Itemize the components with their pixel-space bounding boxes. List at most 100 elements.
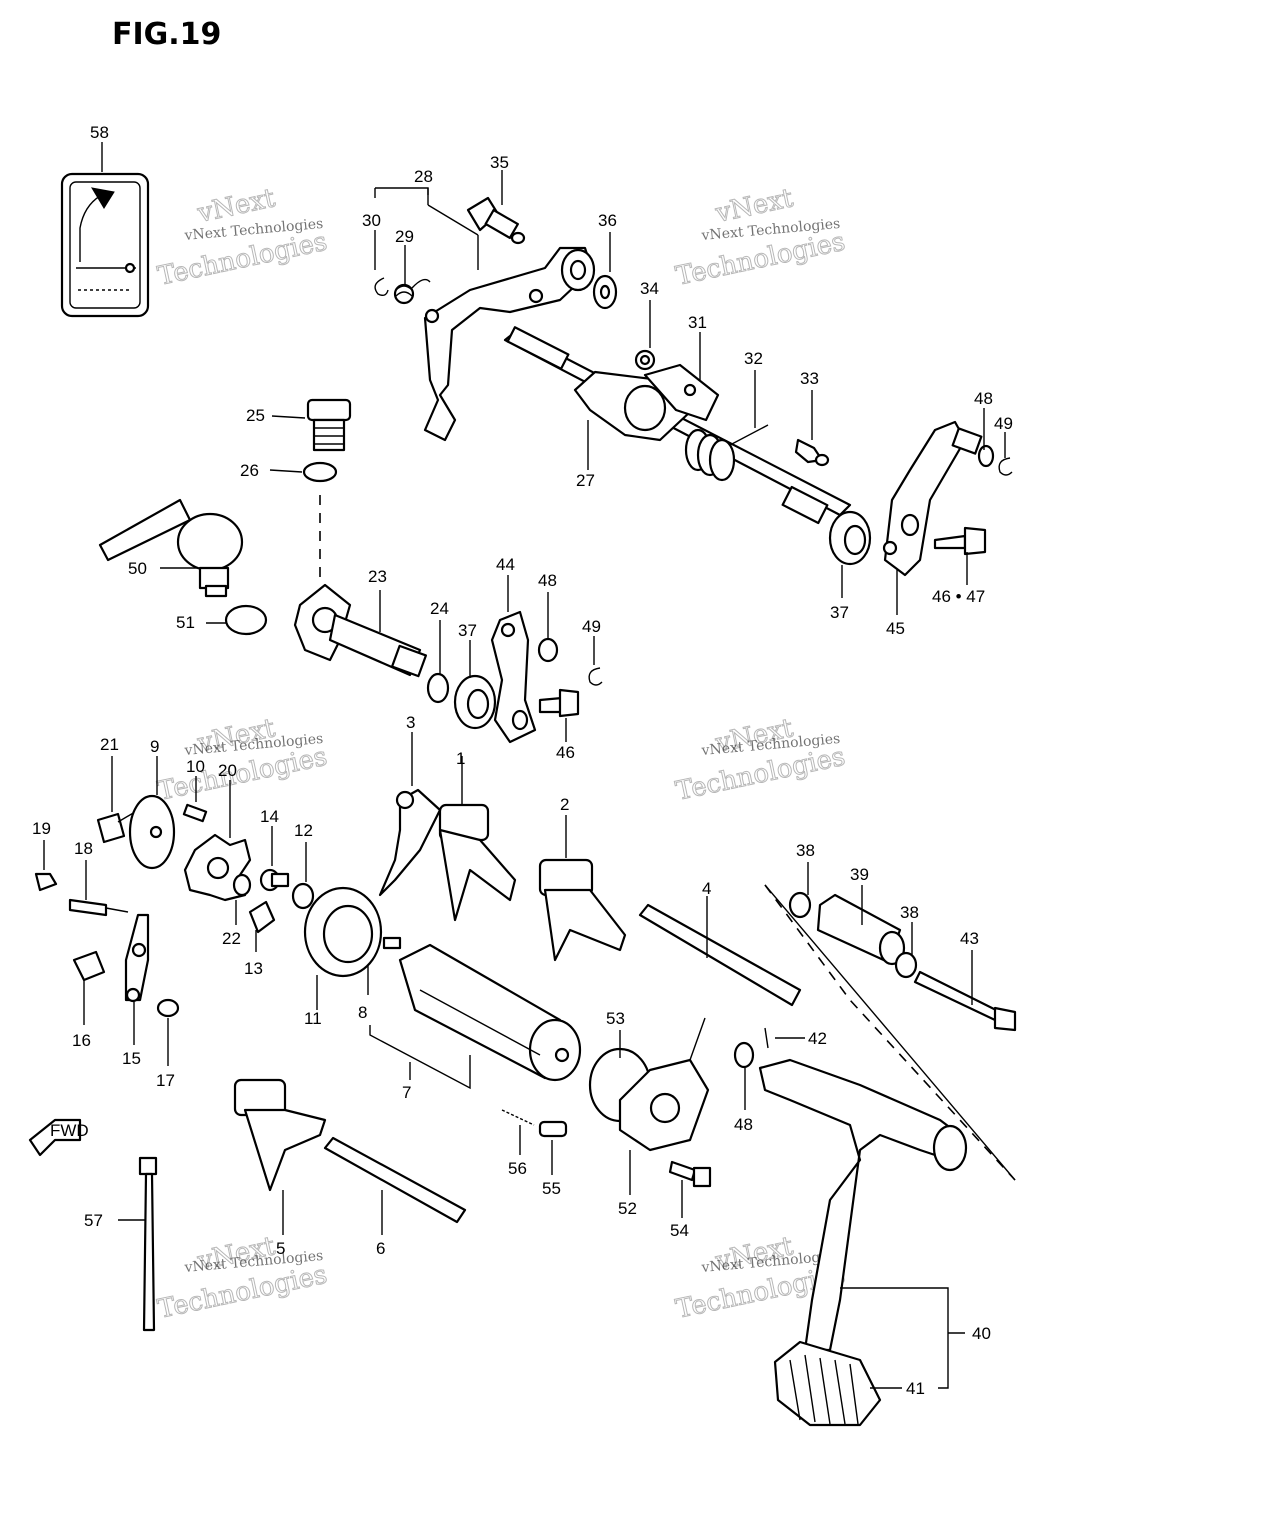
callout-28: 28 (414, 167, 433, 186)
part-43-bolt (913, 970, 1017, 1032)
part-19-screw (34, 872, 58, 892)
callout-9: 9 (150, 737, 159, 756)
callout-49-top: 49 (994, 414, 1013, 433)
reference-line-right (764, 884, 1016, 1181)
callout-33: 33 (800, 369, 819, 388)
watermark-bottom-left: vNext vNext Technologies Technologies (155, 1231, 331, 1326)
part-28-shift-arm (423, 246, 596, 442)
callout-3: 3 (406, 713, 415, 732)
callout-14: 14 (260, 807, 279, 826)
callout-44: 44 (496, 555, 515, 574)
part-41-pedal-rubber (773, 1340, 882, 1427)
part-31-plate (643, 363, 720, 422)
callout-11: 11 (304, 1009, 322, 1028)
callout-46-47: 46 • 47 (932, 587, 985, 606)
part-36-washer (592, 274, 618, 310)
part-1-fork (438, 803, 517, 922)
callout-58: 58 (90, 123, 109, 142)
part-16-bolt (72, 950, 106, 982)
callout-31: 31 (688, 313, 707, 332)
callout-25: 25 (246, 406, 265, 425)
part-44-arm (490, 610, 537, 744)
part-38-washer-b (894, 951, 918, 979)
part-21-bolt (96, 811, 136, 844)
callout-48-top: 48 (974, 389, 993, 408)
callout-45: 45 (886, 619, 905, 638)
part-30-clip (374, 277, 389, 297)
part-35-bolt (466, 196, 526, 245)
callout-2: 2 (560, 795, 569, 814)
callout-32: 32 (744, 349, 763, 368)
part-58-shift-label (60, 172, 150, 318)
callout-50: 50 (128, 559, 147, 578)
callout-40: 40 (972, 1324, 991, 1343)
part-25-plug (306, 398, 352, 452)
callout-10: 10 (186, 757, 205, 776)
callout-37-top: 37 (830, 603, 849, 622)
part-3-fork (378, 788, 442, 897)
watermark-mid-left: vNext vNext Technologies Technologies (155, 713, 331, 808)
part-13-plate (248, 900, 276, 934)
part-17-washer (156, 998, 180, 1018)
callout-57: 57 (84, 1211, 103, 1230)
fwd-arrow: FWD (28, 1118, 89, 1157)
callout-37-mid: 37 (458, 621, 477, 640)
callout-41: 41 (906, 1379, 925, 1398)
callout-51: 51 (176, 613, 195, 632)
part-52-switch-body (618, 1017, 710, 1152)
part-37-oil-seal-upper (828, 510, 872, 566)
part-2-fork (538, 858, 627, 962)
callout-49-mid: 49 (582, 617, 601, 636)
callout-38-a: 38 (796, 841, 815, 860)
callout-4: 4 (702, 879, 711, 898)
callout-labels: 58 28 35 30 29 36 34 31 32 33 48 49 27 4… (32, 123, 1013, 1398)
callout-12: 12 (294, 821, 313, 840)
svg-text:FWD: FWD (50, 1121, 89, 1140)
callout-24: 24 (430, 599, 449, 618)
part-26-gasket (302, 461, 338, 483)
callout-30: 30 (362, 211, 381, 230)
part-18-spring (68, 898, 129, 917)
part-5-fork (233, 1078, 327, 1192)
part-23-cam-shaft (293, 583, 428, 678)
callout-26: 26 (240, 461, 259, 480)
part-9-stopper-plate (128, 794, 176, 870)
callout-54: 54 (670, 1221, 689, 1240)
part-49-clip-upper (998, 457, 1013, 476)
part-15-arm (124, 913, 150, 1003)
part-45-shift-arm (882, 420, 983, 577)
part-22-pin (232, 873, 252, 897)
part-46-bolt-lower (538, 688, 580, 718)
callout-34: 34 (640, 279, 659, 298)
part-49-clip-lower (588, 667, 603, 686)
part-55-pin (538, 1120, 568, 1138)
watermark-top-left: vNext vNext Technologies Technologies (155, 183, 331, 293)
part-4-fork-shaft (638, 903, 802, 1007)
part-48-washer-upper (977, 444, 995, 468)
callout-53: 53 (606, 1009, 625, 1028)
part-8-pin (382, 936, 402, 950)
part-32-spring (684, 424, 769, 482)
callout-19: 19 (32, 819, 51, 838)
part-6-fork-shaft (323, 1136, 467, 1224)
part-39-bushing (816, 893, 906, 966)
part-10-pin (182, 803, 208, 823)
callout-46: 46 (556, 743, 575, 762)
part-7-shift-drum (398, 943, 582, 1082)
part-29-spring (393, 278, 431, 305)
part-38-washer-a (788, 891, 812, 919)
part-27-shift-shaft (503, 326, 852, 525)
callout-18: 18 (74, 839, 93, 858)
callout-13: 13 (244, 959, 263, 978)
callout-17: 17 (156, 1071, 175, 1090)
leader-lines (43, 142, 1006, 1389)
part-42-cotter-pin (764, 1027, 769, 1049)
part-37-oil-seal-lower (453, 674, 497, 730)
callout-52: 52 (618, 1199, 637, 1218)
part-51-o-ring (224, 604, 268, 636)
figure-title: FIG.19 (112, 17, 221, 52)
callout-6: 6 (376, 1239, 385, 1258)
callout-16: 16 (72, 1031, 91, 1050)
part-14-screw (259, 868, 290, 892)
